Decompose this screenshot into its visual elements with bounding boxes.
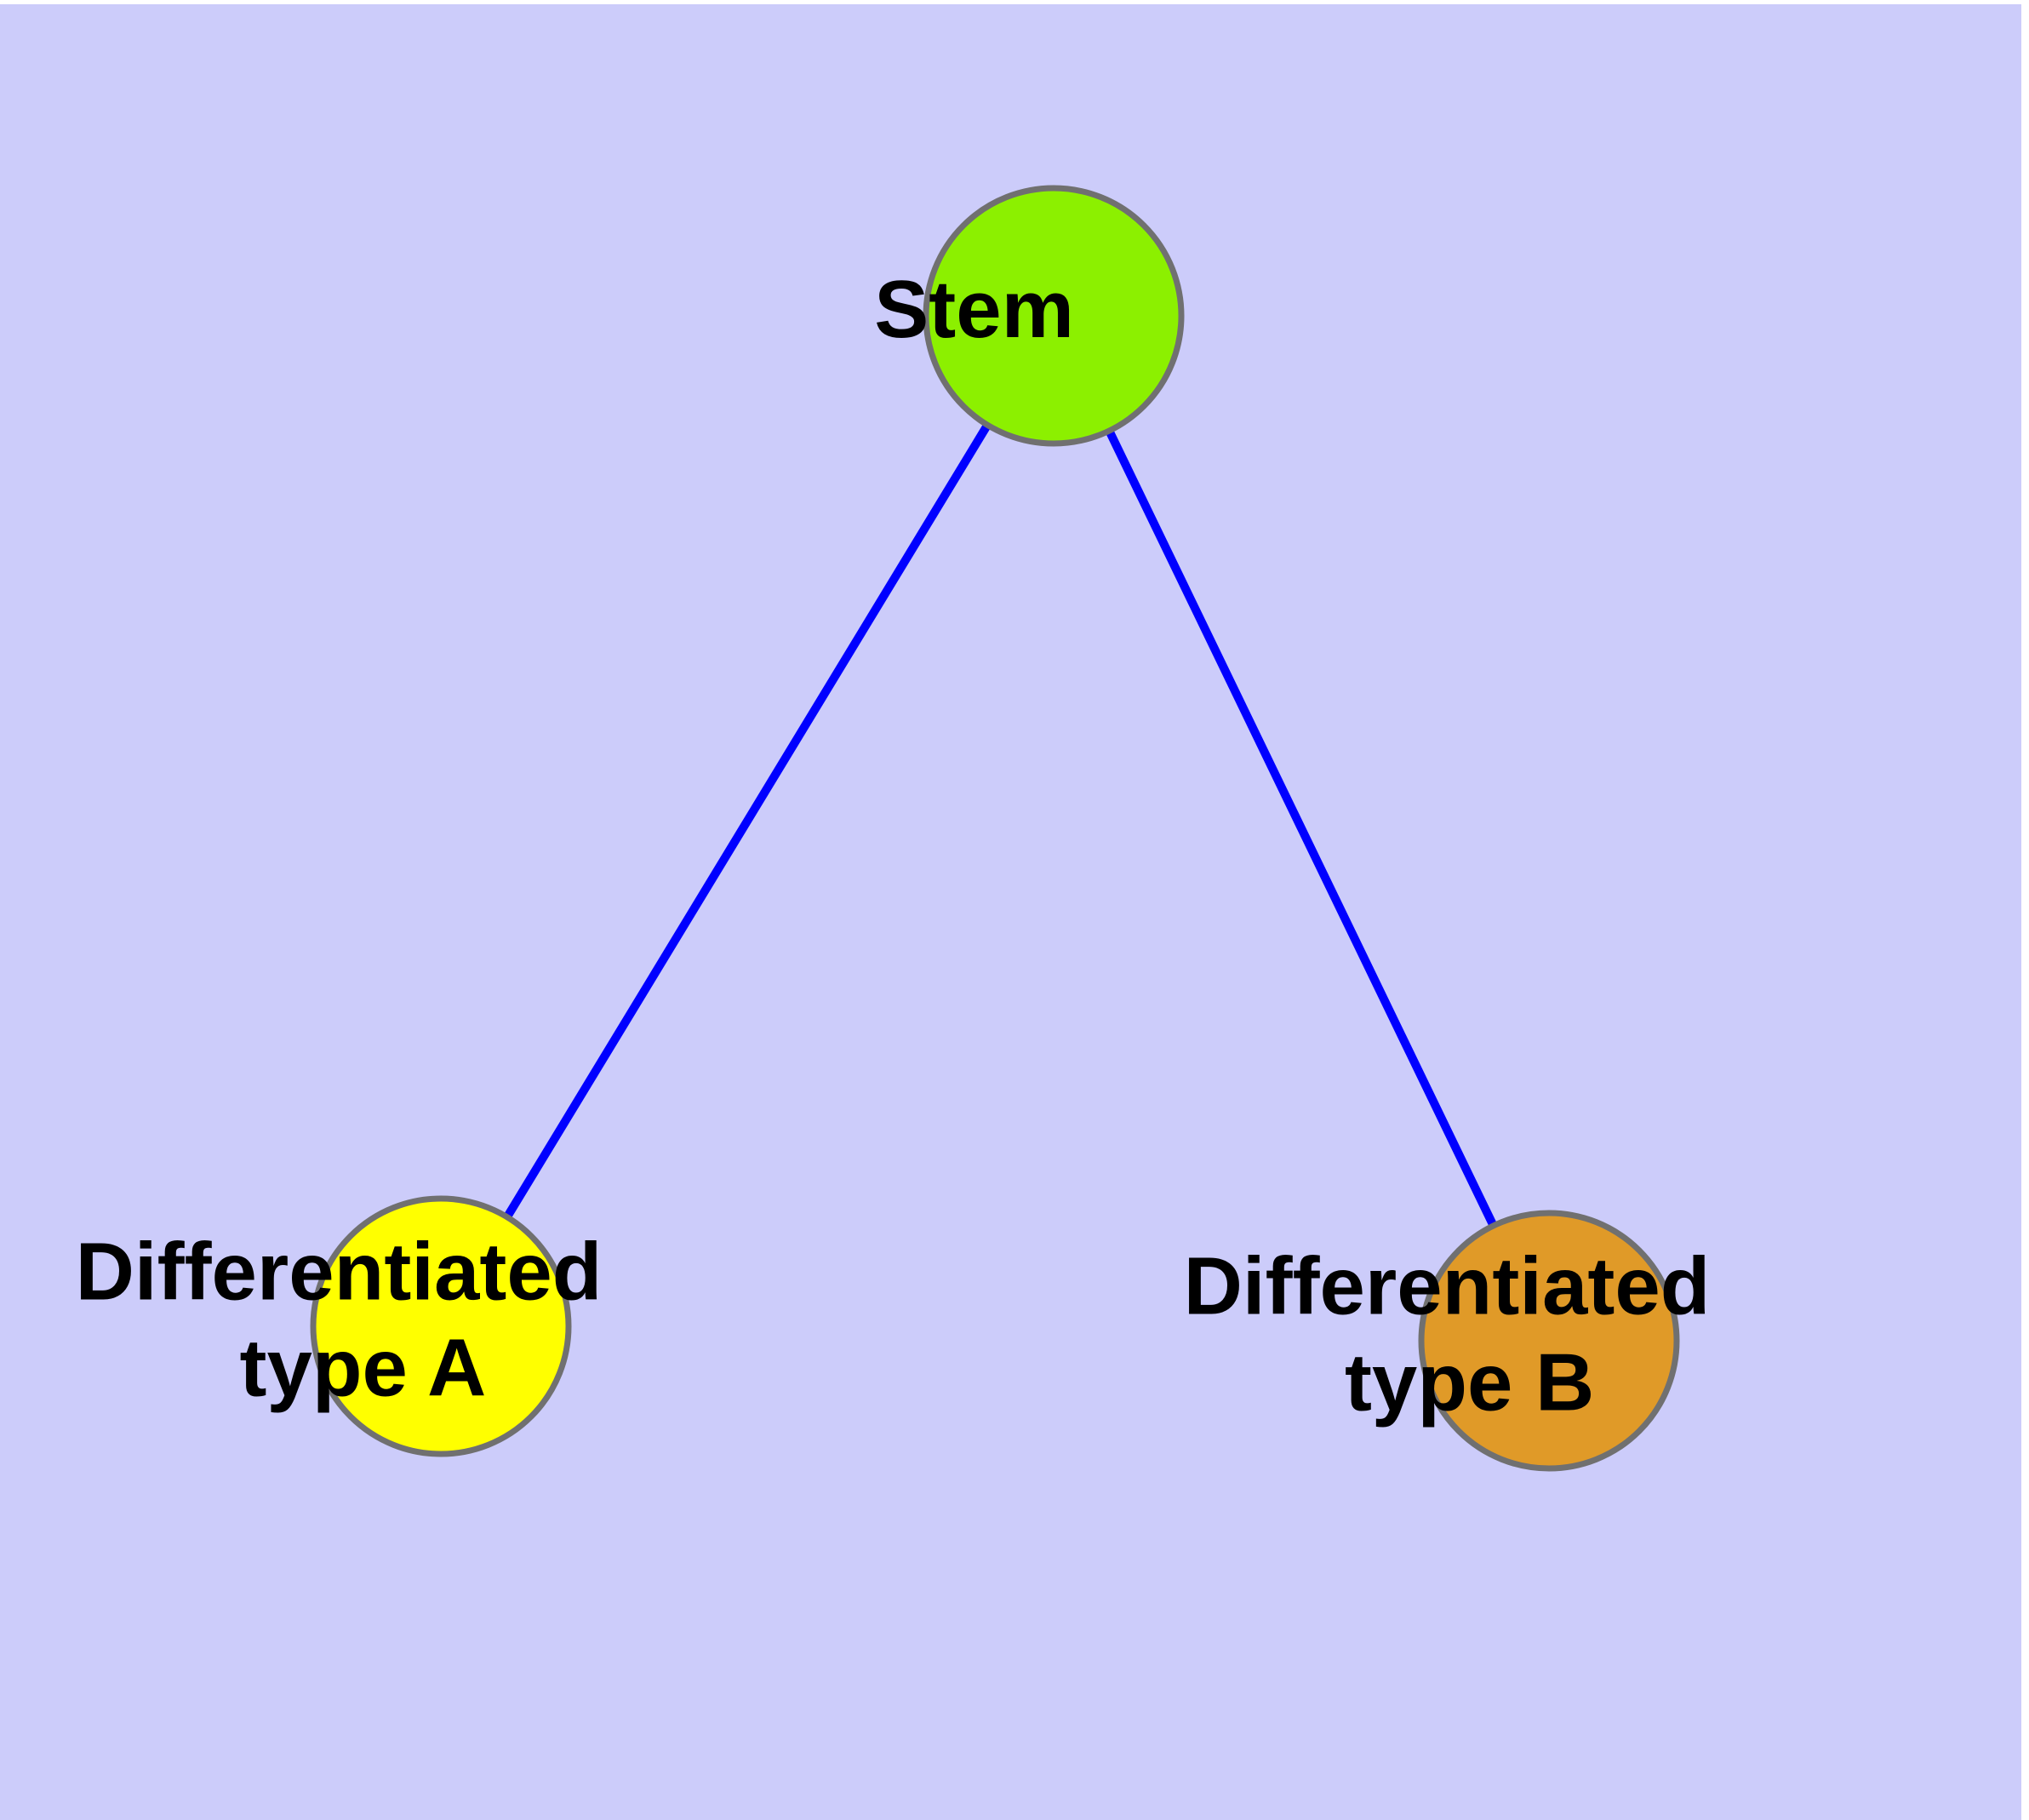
node-label-line-b-2: type B (1345, 1337, 1594, 1428)
node-label-differentiated-type-a: Differentiated type A (76, 0, 807, 1414)
node-stem[interactable] (923, 185, 1185, 447)
node-layer (310, 185, 1680, 1472)
node-label-stem: Stem (874, 0, 1232, 355)
node-circle-differentiated-type-a[interactable] (310, 1195, 572, 1457)
edge-stem-to-differentiated-type-b[interactable] (1099, 416, 1504, 1240)
node-label-line-b-1: Differentiated (1184, 1241, 1711, 1332)
node-differentiated-type-b[interactable] (1418, 1210, 1680, 1472)
node-differentiated-type-a[interactable] (310, 1195, 572, 1457)
edge-stem-to-differentiated-type-a[interactable] (496, 410, 998, 1232)
node-label-line-stem-1: Stem (874, 264, 1074, 355)
node-label-line-a-1: Differentiated (76, 1227, 603, 1318)
label-layer: Differentiated type A Differentiated typ… (76, 0, 1915, 1428)
node-circle-differentiated-type-b[interactable] (1418, 1210, 1680, 1472)
node-label-differentiated-type-b: Differentiated type B (1184, 0, 1915, 1428)
node-label-line-a-2: type A (240, 1323, 485, 1414)
node-circle-stem[interactable] (923, 185, 1185, 447)
edge-layer (496, 410, 1504, 1240)
